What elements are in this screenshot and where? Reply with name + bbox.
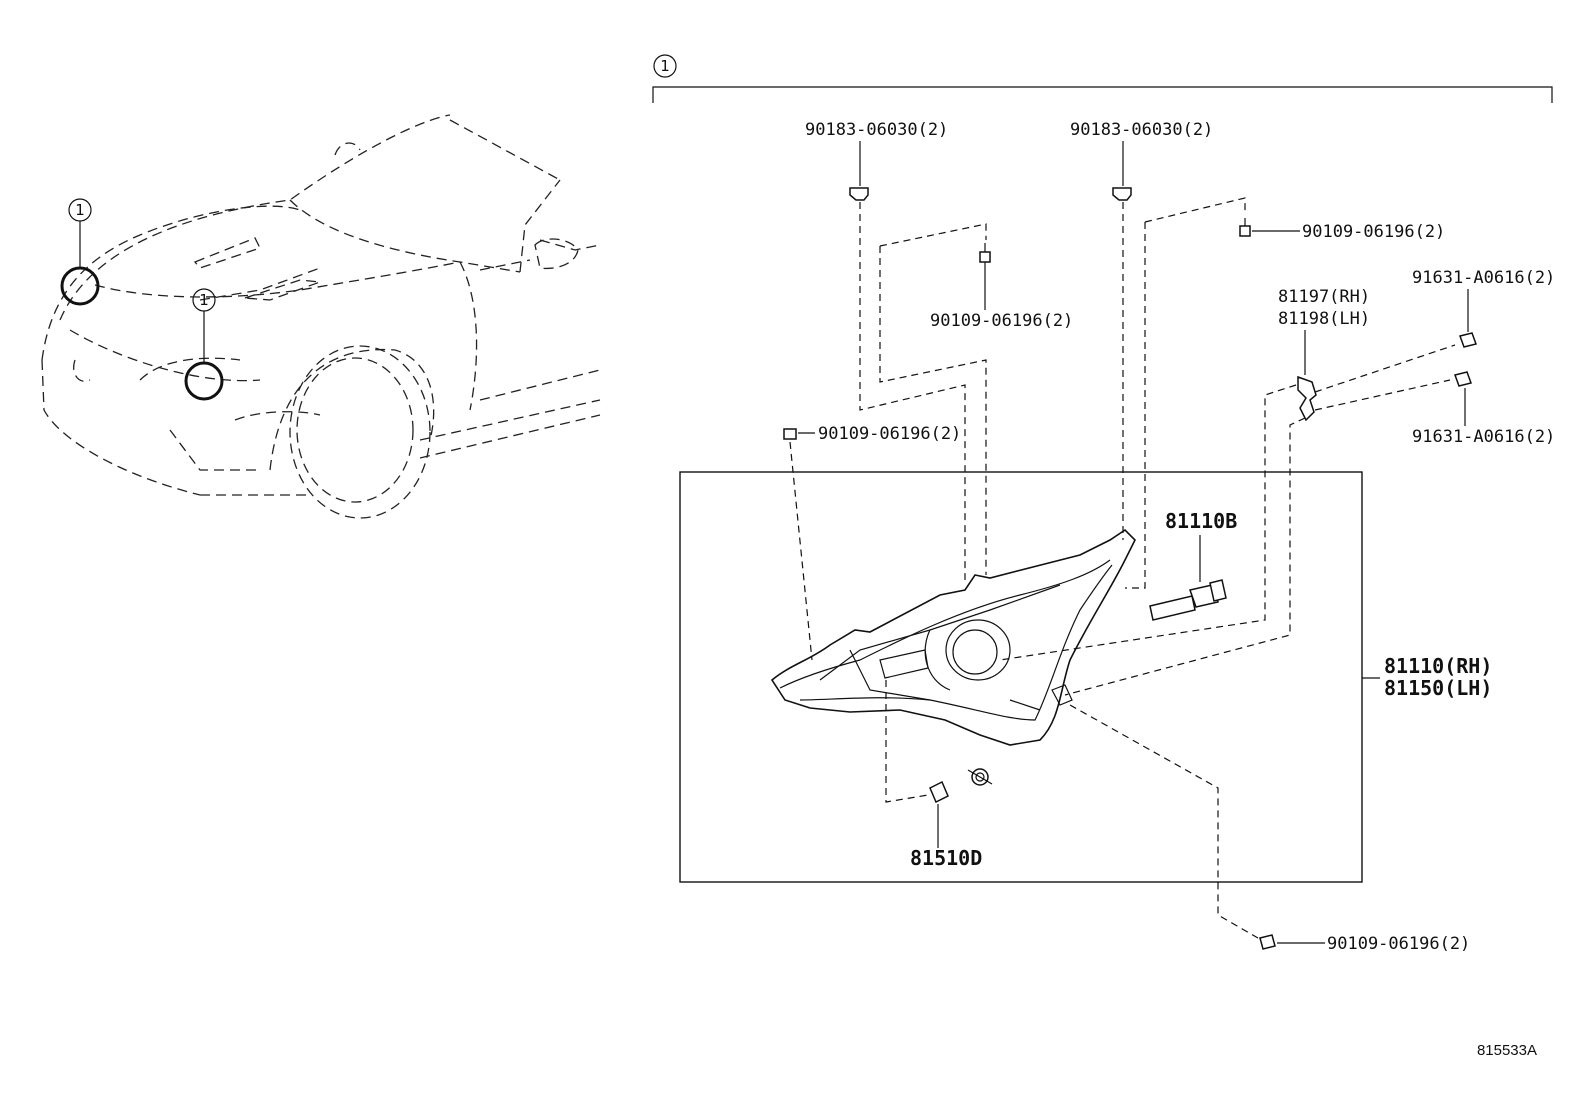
bolt-icon xyxy=(1454,371,1472,387)
bolt-icon xyxy=(1459,332,1477,348)
label-assembly-lh: 81150(LH) xyxy=(1384,676,1492,700)
label-bulb-hid: 81110B xyxy=(1165,509,1237,533)
callout-circle xyxy=(653,54,677,78)
label-bolt-upper: 91631-A0616(2) xyxy=(1412,268,1555,288)
small-bulb-icon xyxy=(929,780,949,804)
label-assembly-rh: 81110(RH) xyxy=(1384,654,1492,678)
exploded-view: 1 90183-06030(2) 90183-06030(2) 90109-06… xyxy=(652,54,1555,954)
label-clip-right: 90183-06030(2) xyxy=(1070,120,1213,140)
clip-icon xyxy=(849,187,869,201)
bracket-icon xyxy=(1297,375,1317,422)
label-bracket-rh: 81197(RH) xyxy=(1278,287,1370,307)
label-bulb-small: 81510D xyxy=(910,846,982,870)
screw-icon xyxy=(783,428,797,440)
label-screw-bottom: 90109-06196(2) xyxy=(1327,934,1470,954)
label-bracket-lh: 81198(LH) xyxy=(1278,309,1370,329)
headlamp-unit-drawing xyxy=(770,528,1136,746)
screw-icon xyxy=(1239,225,1251,237)
label-screw-upper-mid: 90109-06196(2) xyxy=(930,311,1073,331)
car-overview-illustration: 1 1 xyxy=(41,114,601,519)
screw-icon xyxy=(1259,934,1276,950)
hid-bulb-icon xyxy=(1149,579,1227,621)
assembly-frame xyxy=(679,471,1363,883)
callout-number: 1 xyxy=(660,57,670,75)
callout-number: 1 xyxy=(199,291,209,309)
callout-number: 1 xyxy=(75,201,85,219)
label-screw-top-right: 90109-06196(2) xyxy=(1302,222,1445,242)
label-bolt-lower: 91631-A0616(2) xyxy=(1412,427,1555,447)
headlamp-location-marker-right xyxy=(184,361,224,401)
assembly-bracket-line xyxy=(652,86,1553,103)
headlamp-location-marker-left xyxy=(60,266,100,306)
figure-code: 815533A xyxy=(1477,1042,1537,1059)
label-clip-left: 90183-06030(2) xyxy=(805,120,948,140)
screw-icon xyxy=(979,251,991,263)
clip-icon xyxy=(1112,187,1132,201)
label-screw-left: 90109-06196(2) xyxy=(818,424,961,444)
bulb-socket-icon xyxy=(967,768,993,786)
